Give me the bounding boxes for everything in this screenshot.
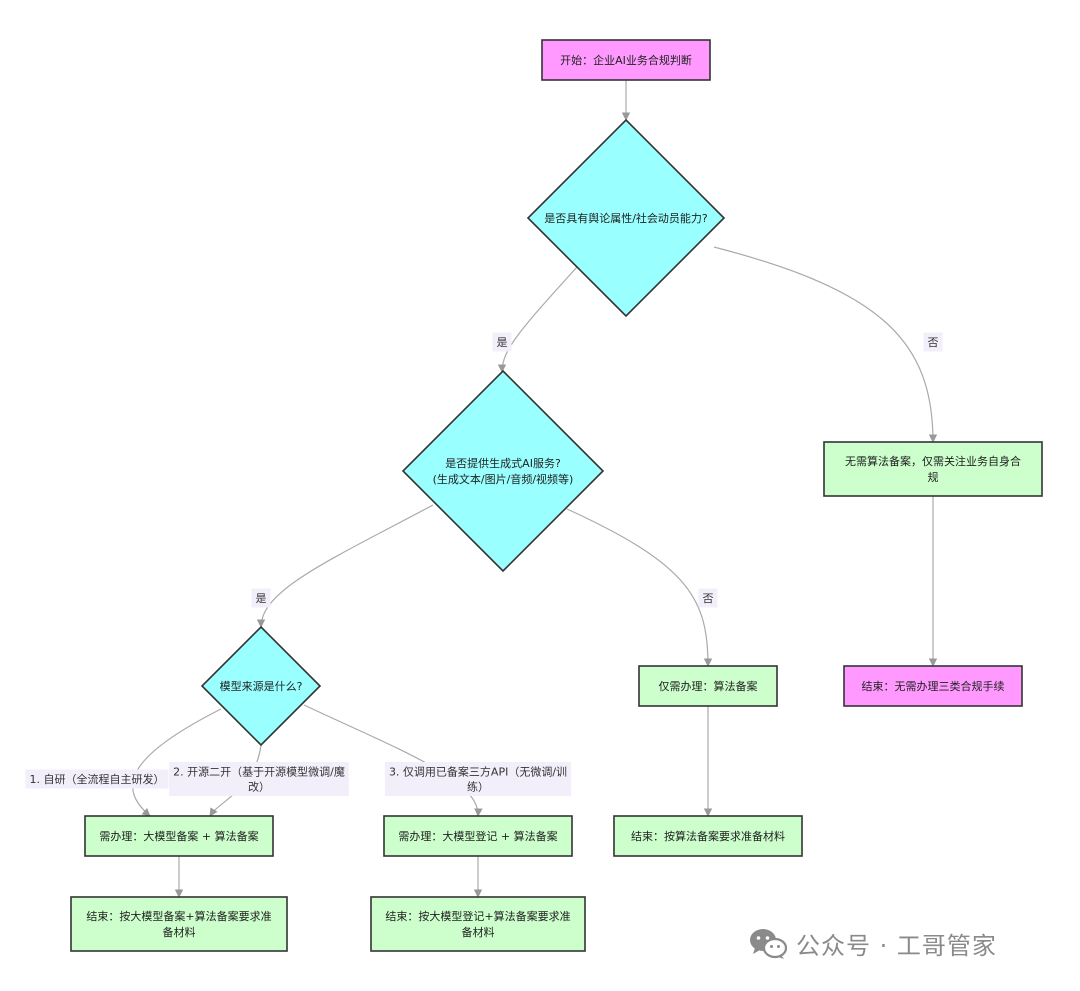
node-label-only-algorithm: 仅需办理：算法备案 bbox=[659, 679, 758, 693]
edge-label-background bbox=[251, 588, 271, 608]
edge-label-text: 改） bbox=[248, 780, 270, 794]
node-label-end-algorithm-materials: 结束：按算法备案要求准备材料 bbox=[631, 829, 785, 843]
edge-label-background bbox=[25, 769, 169, 789]
node-only-algorithm bbox=[638, 665, 778, 707]
edge-label-text: 否 bbox=[703, 592, 714, 605]
edge-label-self-dev: 1. 自研（全流程自主研发） bbox=[25, 769, 169, 789]
node-label-end-model-register-materials: 结束：按大模型登记+算法备案要求准 bbox=[385, 909, 570, 923]
node-end-no-procedure bbox=[843, 665, 1023, 707]
edge-label-text: 1. 自研（全流程自主研发） bbox=[30, 772, 165, 786]
edge-label-background bbox=[923, 332, 943, 352]
node-label-end-no-procedure: 结束：无需办理三类合规手续 bbox=[862, 679, 1005, 693]
node-label-q-model-source: 模型来源是什么? bbox=[220, 679, 303, 693]
edge-label-text: 是 bbox=[497, 336, 508, 349]
node-need-model-register bbox=[383, 815, 573, 857]
node-q-generative bbox=[401, 369, 605, 573]
node-label-need-model-register: 需办理：大模型登记 + 算法备案 bbox=[398, 829, 557, 843]
edge-label-no-2: 否 bbox=[698, 588, 718, 608]
edge-label-text: 否 bbox=[928, 336, 939, 349]
edge-label-text: 2. 开源二开（基于开源模型微调/魔 bbox=[173, 765, 345, 779]
node-label-end-model-register-materials: 备材料 bbox=[462, 925, 495, 939]
edge-label-yes-1: 是 bbox=[492, 332, 512, 352]
edge-label-background bbox=[698, 588, 718, 608]
edge-q2-yes bbox=[256, 504, 434, 628]
node-start bbox=[541, 39, 711, 81]
wechat-icon bbox=[750, 928, 788, 959]
node-q-public-opinion bbox=[526, 118, 726, 318]
edge-label-no-1: 否 bbox=[923, 332, 943, 352]
node-no-filing-needed bbox=[823, 441, 1043, 497]
node-end-algorithm-materials bbox=[613, 815, 803, 857]
edge-label-background bbox=[169, 762, 349, 796]
edge-label-background bbox=[492, 332, 512, 352]
edge-label-text: 练） bbox=[467, 780, 489, 794]
node-end-model-filing-materials bbox=[70, 896, 288, 952]
watermark-text: 公众号 · 工哥管家 bbox=[796, 932, 997, 960]
edge-q1-yes bbox=[497, 266, 578, 373]
node-label-end-model-filing-materials: 备材料 bbox=[163, 925, 196, 939]
node-label-q-generative: 是否提供生成式AI服务? bbox=[445, 456, 561, 470]
node-need-model-filing bbox=[84, 815, 274, 857]
edge-q3-api bbox=[303, 704, 483, 817]
edge-label-background bbox=[384, 762, 572, 796]
edge-label-yes-2: 是 bbox=[251, 588, 271, 608]
node-q-model-source bbox=[200, 625, 322, 747]
edge-label-open-source: 2. 开源二开（基于开源模型微调/魔改） bbox=[169, 762, 349, 796]
node-label-end-model-filing-materials: 结束：按大模型备案+算法备案要求准 bbox=[86, 909, 271, 923]
shapes-layer bbox=[70, 39, 1043, 952]
edge-label-layer: 是否是否1. 自研（全流程自主研发）2. 开源二开（基于开源模型微调/魔改）3.… bbox=[25, 332, 943, 796]
node-label-q-public-opinion: 是否具有舆论属性/社会动员能力? bbox=[544, 211, 708, 225]
watermark: 公众号 · 工哥管家 bbox=[748, 926, 997, 961]
node-label-need-model-filing: 需办理：大模型备案 + 算法备案 bbox=[99, 829, 258, 843]
edge-label-third-party-api: 3. 仅调用已备案三方API（无微调/训练） bbox=[384, 762, 572, 796]
edge-label-text: 是 bbox=[256, 592, 267, 605]
node-end-model-register-materials bbox=[370, 896, 586, 952]
edge-q2-no bbox=[566, 508, 713, 667]
node-label-no-filing-needed: 规 bbox=[928, 470, 939, 484]
node-label-no-filing-needed: 无需算法备案，仅需关注业务自身合 bbox=[845, 454, 1021, 468]
node-label-start: 开始：企业AI业务合规判断 bbox=[560, 53, 692, 67]
node-label-q-generative: (生成文本/图片/音频/视频等) bbox=[433, 472, 574, 486]
edge-label-text: 3. 仅调用已备案三方API（无微调/训 bbox=[389, 765, 567, 779]
edge-q1-no bbox=[713, 246, 938, 443]
